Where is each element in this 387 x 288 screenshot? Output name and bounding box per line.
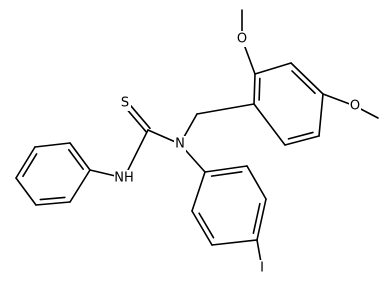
bond-b3-b4-inner <box>291 70 316 95</box>
bond-b3-b4 <box>290 62 324 95</box>
bond-i1-i2 <box>204 165 248 173</box>
bond-i3-i4 <box>256 198 267 241</box>
atom-label-o1: O <box>237 32 247 47</box>
bond-i5-i6-inner <box>198 212 215 239</box>
atom-bg-o1 <box>236 31 248 47</box>
bond-i1-i2-inner <box>210 170 243 177</box>
bond-b4-b5 <box>318 93 324 137</box>
bond-i4-i5 <box>211 239 258 246</box>
bond-i3-i4-inner <box>252 202 261 234</box>
bond-i5-i6 <box>191 210 213 246</box>
bond-i6-i1 <box>191 171 206 212</box>
bond-p6-p1 <box>69 169 91 203</box>
bond-b6-b1 <box>253 103 286 146</box>
bond-p3-p4 <box>15 146 36 179</box>
bond-b1-b2-inner <box>258 77 261 101</box>
bond-p2-p3 <box>34 142 71 148</box>
atom-label-o2: O <box>350 99 360 114</box>
bond-p3-p4-inner <box>22 153 38 178</box>
bond-p5-p6 <box>35 201 71 206</box>
bond-p4-p5 <box>15 177 37 206</box>
atom-label-n1: N <box>175 137 185 152</box>
bond-layer <box>15 9 379 269</box>
atom-bg-i <box>256 260 268 276</box>
atom-label-layer: S N NH O O I <box>114 31 361 276</box>
bond-b5-b6-inner <box>287 131 314 140</box>
bond-p1-p2-inner <box>67 148 84 170</box>
atom-label-i: I <box>260 261 264 276</box>
atom-bg-o2 <box>349 98 361 114</box>
bond-p1-p2 <box>69 142 91 171</box>
atom-label-nh: NH <box>114 171 134 186</box>
atom-bg-s1 <box>119 95 131 111</box>
bond-b1-b2 <box>253 73 256 105</box>
bond-p5-p6-inner <box>39 196 66 201</box>
bond-i2-i3 <box>246 165 267 200</box>
atom-label-s1: S <box>121 96 129 111</box>
bond-b5-b6 <box>284 135 320 146</box>
atom-bg-nh <box>114 170 134 186</box>
atom-bg-n1 <box>174 136 186 152</box>
bond-ch2-b1 <box>196 103 255 115</box>
bond-b2-b3 <box>254 62 292 75</box>
